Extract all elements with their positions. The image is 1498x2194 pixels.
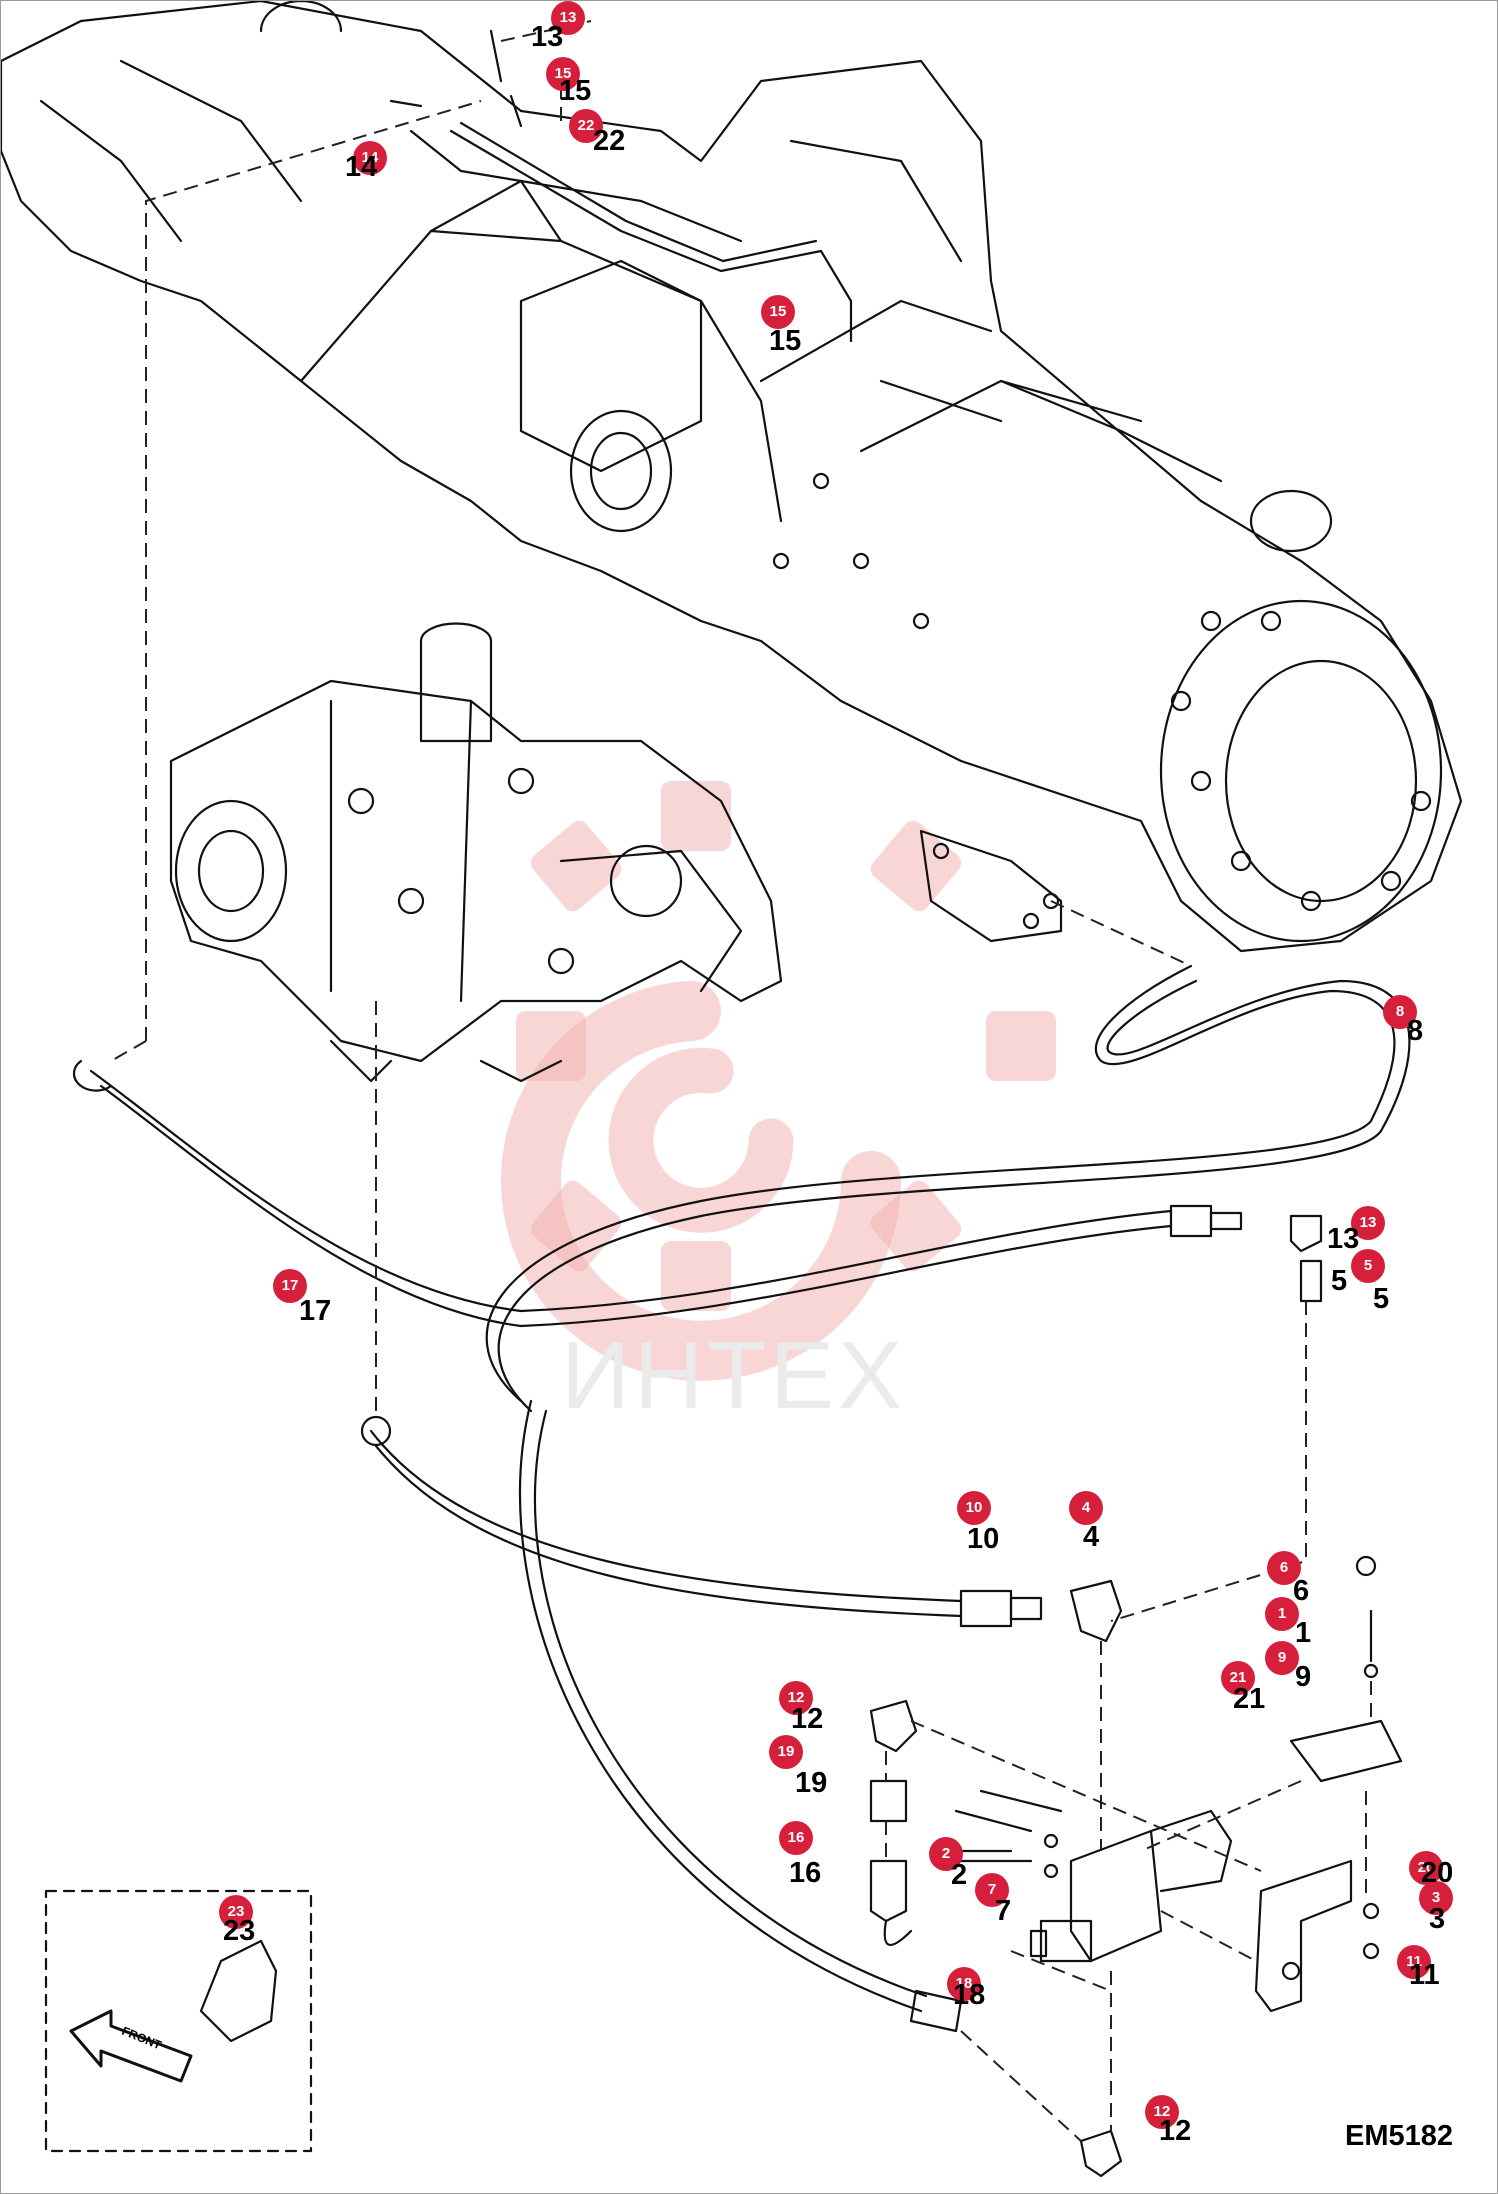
part-number-21: 21 [1233,1683,1266,1715]
axle-assembly [1,1,1463,953]
callout-10: 10 [957,1491,991,1525]
part-number-5: 5 [1331,1265,1348,1297]
callout-23: 23 [219,1895,253,1929]
part-number-18: 18 [953,1979,986,2011]
part-number-15: 15 [769,325,802,357]
part-number-15: 15 [559,75,592,107]
callout-15: 15 [546,57,580,91]
part-number-7: 7 [995,1895,1012,1927]
valve-bolts [954,1789,1063,1879]
callout-7: 7 [975,1873,1009,1907]
front-inset [44,1889,313,2153]
part-number-10: 10 [967,1523,1000,1555]
watermark-text: ИНТЕХ [561,1322,907,1429]
leader-lines [110,20,1372,2142]
small-valve-block [919,829,1063,943]
callout-20: 20 [1409,1851,1443,1885]
watermark-gear-logo [501,781,1056,1381]
part-number-1: 1 [1295,1617,1312,1649]
callout-1: 1 [1265,1597,1299,1631]
washer-nut [1362,1902,1380,1960]
axle-bolts [772,472,1432,912]
part-number-17: 17 [299,1295,332,1327]
callout-3: 3 [1419,1881,1453,1915]
control-valve [959,1809,1233,1963]
part-number-5: 5 [1373,1283,1390,1315]
callout-11: 11 [1397,1945,1431,1979]
part-number-14: 14 [345,151,378,183]
part-number-8: 8 [1407,1015,1424,1047]
elbow-fitting-13 [1289,1214,1323,1303]
callout-5: 5 [1351,1249,1385,1283]
callout-8: 8 [1383,995,1417,1029]
callout-16: 16 [779,1821,813,1855]
elbow-fitting-12-top [869,1699,918,1753]
part-number-3: 3 [1429,1903,1446,1935]
callout-12: 12 [1145,2095,1179,2129]
part-number-19: 19 [795,1767,828,1799]
callout-17: 17 [273,1269,307,1303]
hose-8 [485,964,1411,1413]
bolt-stack [1355,1555,1379,1679]
callout-21: 21 [1221,1661,1255,1695]
part-number-13: 13 [531,21,564,53]
part-number-22: 22 [593,125,626,157]
callout-6: 6 [1267,1551,1301,1585]
hose-lower [519,1399,963,2033]
elbow-fitting-4 [1069,1579,1123,1643]
callout-14: 14 [353,141,387,175]
callout-12: 12 [779,1681,813,1715]
callout-22: 22 [569,109,603,143]
callout-4: 4 [1069,1491,1103,1525]
callout-13: 13 [1351,1206,1385,1240]
hose-10 [360,1415,1043,1628]
hose-17 [72,1059,1243,1328]
part-number-4: 4 [1083,1521,1100,1553]
part-number-12: 12 [1159,2115,1192,2147]
callout-18: 18 [947,1967,981,2001]
elbow-fitting-12-bottom [1079,2129,1123,2178]
part-number-9: 9 [1295,1661,1312,1693]
callout-9: 9 [1265,1641,1299,1675]
callout-15: 15 [761,295,795,329]
part-number-16: 16 [789,1857,822,1889]
cover-plate [1289,1719,1403,1783]
callout-19: 19 [769,1735,803,1769]
callout-2: 2 [929,1837,963,1871]
part-number-12: 12 [791,1703,824,1735]
part-number-20: 20 [1421,1857,1454,1889]
part-number-11: 11 [1409,1959,1440,1991]
part-number-13: 13 [1327,1223,1360,1255]
hydraulic-pump [169,622,783,1083]
part-number-6: 6 [1293,1575,1310,1607]
callout-13: 13 [551,1,585,35]
pressure-sensor [869,1779,913,1947]
mounting-bracket [1254,1859,1353,2013]
part-number-23: 23 [223,1915,256,1947]
axle-tubes [389,29,853,343]
diagram-code: EM5182 [1344,2120,1453,2152]
part-number-2: 2 [951,1859,968,1891]
